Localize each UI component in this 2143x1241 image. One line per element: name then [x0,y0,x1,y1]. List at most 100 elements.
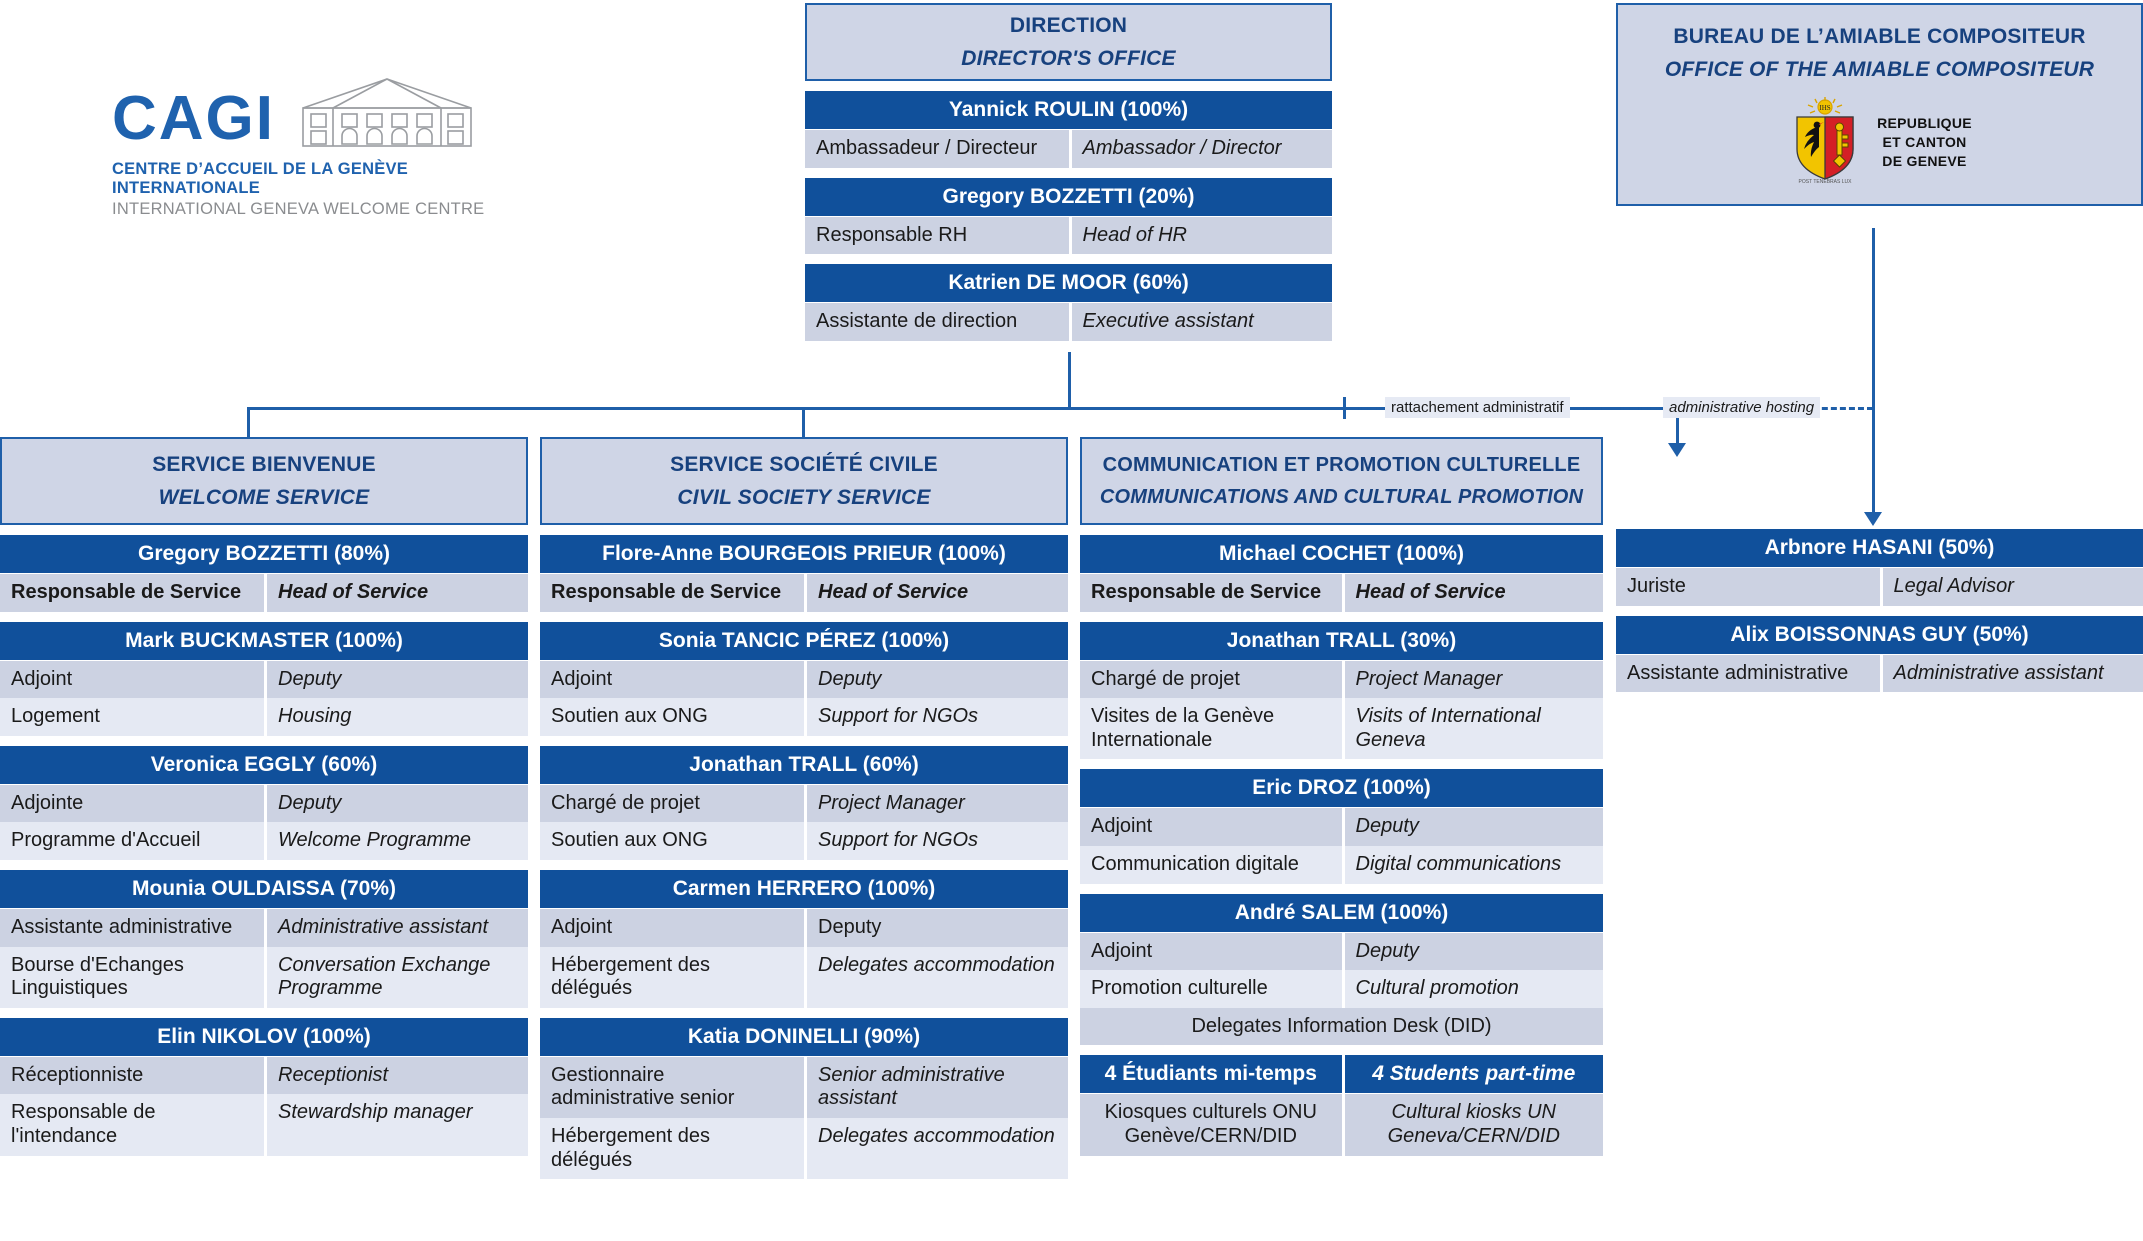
person-role-row: Promotion culturelle Cultural promotion [1080,970,1603,1008]
direction-title-en: DIRECTOR'S OFFICE [961,46,1176,70]
role-fr: Hébergement des délégués [540,946,804,1008]
crest-line-3: DE GENEVE [1882,152,1967,169]
direction-header-box: DIRECTION DIRECTOR'S OFFICE [805,3,1332,81]
person-name-bar: Arbnore HASANI (50%) [1616,528,2143,568]
connector-bureau-to-legal [1872,228,1875,520]
dashed-label-en: administrative hosting [1663,397,1821,418]
role-fr: Ambassadeur / Directeur [805,130,1069,168]
logo-acronym: CAGI [112,84,275,154]
role-fr: Responsable de Service [1080,574,1342,612]
role-en: Head of Service [264,574,528,612]
bureau-staff-column: Arbnore HASANI (50%) Juriste Legal Advis… [1616,528,2143,693]
role-en: Administrative assistant [1879,654,2143,693]
role-fr: Promotion culturelle [1080,970,1342,1008]
did-label: Delegates Information Desk (DID) [1080,1007,1603,1046]
person-role-row: Hébergement des délégués Delegates accom… [540,1117,1068,1180]
role-en: Support for NGOs [804,698,1068,736]
person-name-bar: Elin NIKOLOV (100%) [0,1016,528,1057]
connector-arrow-service-3 [1668,443,1686,457]
logo-tagline-en: INTERNATIONAL GENEVA WELCOME CENTRE [112,200,485,218]
role-en: Deputy [1341,808,1603,846]
crest-line-1: REPUBLIQUE [1877,115,1972,132]
role-fr: Adjoint [0,660,264,699]
connector-bus-horizontal [247,407,1679,410]
role-fr: Gestionnaire administrative senior [540,1056,804,1118]
direction-column: DIRECTION DIRECTOR'S OFFICE Yannick ROUL… [805,3,1332,341]
role-fr: Responsable RH [805,216,1069,255]
person-role-row: Assistante de direction Executive assist… [805,303,1332,341]
role-en: Housing [264,698,528,736]
person-name-bar: Eric DROZ (100%) [1080,768,1603,809]
svg-text:IHS: IHS [1819,104,1830,112]
role-fr: Adjoint [540,908,804,947]
role-fr: Responsable de l'intendance [0,1094,264,1156]
role-en: Head of Service [1341,574,1603,612]
role-en: Ambassador / Director [1068,130,1332,168]
connector-dashed-admin-hosting [1343,407,1873,410]
students-label-fr: 4 Étudiants mi-temps [1104,1062,1317,1086]
person-role-row: Responsable de Service Head of Service [540,574,1068,612]
person-name-bar: Flore-Anne BOURGEOIS PRIEUR (100%) [540,534,1068,574]
role-fr: Adjoint [1080,808,1342,846]
person-role-row: Juriste Legal Advisor [1616,568,2143,606]
role-fr: Chargé de projet [1080,660,1342,699]
role-fr: Kiosques culturels ONU Genève/CERN/DID [1080,1094,1342,1156]
person-role-row: Kiosques culturels ONU Genève/CERN/DID C… [1080,1094,1603,1156]
students-name-bar: 4 Étudiants mi-temps 4 Students part-tim… [1080,1054,1603,1095]
role-fr: Logement [0,698,264,736]
cagi-logo: CAGI CENTRE D’ACCU [112,75,532,219]
person-role-row: Programme d'Accueil Welcome Programme [0,822,528,860]
person-name-bar: Jonathan TRALL (60%) [540,744,1068,785]
role-en: Visits of International Geneva [1341,698,1603,760]
person-role-row: Responsable de l'intendance Stewardship … [0,1094,528,1156]
crest-motto: POST TENEBRAS LUX [1799,179,1853,183]
role-en: Deputy [1341,932,1603,971]
connector-drop-service-3 [1676,407,1679,445]
role-fr: Programme d'Accueil [0,822,264,860]
role-en: Support for NGOs [804,822,1068,860]
role-en: Stewardship manager [264,1094,528,1156]
person-role-row: Adjoint Deputy [0,660,528,699]
role-fr: Visites de la Genève Internationale [1080,698,1342,760]
service-header-box: SERVICE BIENVENUE WELCOME SERVICE [0,437,528,525]
person-name-bar: Gregory BOZZETTI (20%) [805,176,1332,217]
delegates-information-desk-row: Delegates Information Desk (DID) [1080,1007,1603,1046]
person-role-row: Adjoint Deputy [540,908,1068,947]
bureau-column: BUREAU DE L’AMIABLE COMPOSITEUR OFFICE O… [1616,3,2143,206]
service-column-communication: COMMUNICATION ET PROMOTION CULTURELLE CO… [1080,437,1603,1156]
role-en: Deputy [264,784,528,823]
person-role-row: Responsable de Service Head of Service [0,574,528,612]
role-en: Legal Advisor [1879,568,2143,606]
bureau-title-en: OFFICE OF THE AMIABLE COMPOSITEUR [1664,58,2095,81]
role-en: Delegates accommodation [804,946,1068,1008]
role-fr: Soutien aux ONG [540,822,804,860]
role-en: Deputy [264,660,528,699]
service-title-en: CIVIL SOCIETY SERVICE [677,485,931,509]
person-name-bar: Jonathan TRALL (30%) [1080,620,1603,661]
direction-title-fr: DIRECTION [1009,13,1128,37]
person-role-row: Responsable de Service Head of Service [1080,574,1603,612]
service-title-en: WELCOME SERVICE [158,485,370,509]
person-role-row: Adjoint Deputy [540,660,1068,699]
classical-building-icon [302,78,472,147]
person-role-row: Chargé de projet Project Manager [540,784,1068,823]
person-name-bar: Michael COCHET (100%) [1080,534,1603,574]
role-fr: Réceptionniste [0,1056,264,1095]
person-name-bar: Alix BOISSONNAS GUY (50%) [1616,614,2143,655]
role-fr: Adjoint [1080,932,1342,971]
person-role-row: Hébergement des délégués Delegates accom… [540,946,1068,1008]
geneva-coat-of-arms: IHS POST TENEBRAS LU [1787,97,1972,188]
person-name-bar: Katia DONINELLI (90%) [540,1016,1068,1057]
role-en: Executive assistant [1068,303,1332,341]
person-name-bar: Mark BUCKMASTER (100%) [0,620,528,661]
person-role-row: Réceptionniste Receptionist [0,1056,528,1095]
person-name-bar: Mounia OULDAISSA (70%) [0,868,528,909]
person-role-row: Bourse d'Echanges Linguistiques Conversa… [0,946,528,1008]
person-role-row: Assistante administrative Administrative… [0,908,528,947]
person-role-row: Ambassadeur / Directeur Ambassador / Dir… [805,130,1332,168]
connector-tick-left [1343,397,1346,419]
role-fr: Chargé de projet [540,784,804,823]
person-role-row: Logement Housing [0,698,528,736]
role-fr: Hébergement des délégués [540,1117,804,1180]
role-en: Administrative assistant [264,908,528,947]
